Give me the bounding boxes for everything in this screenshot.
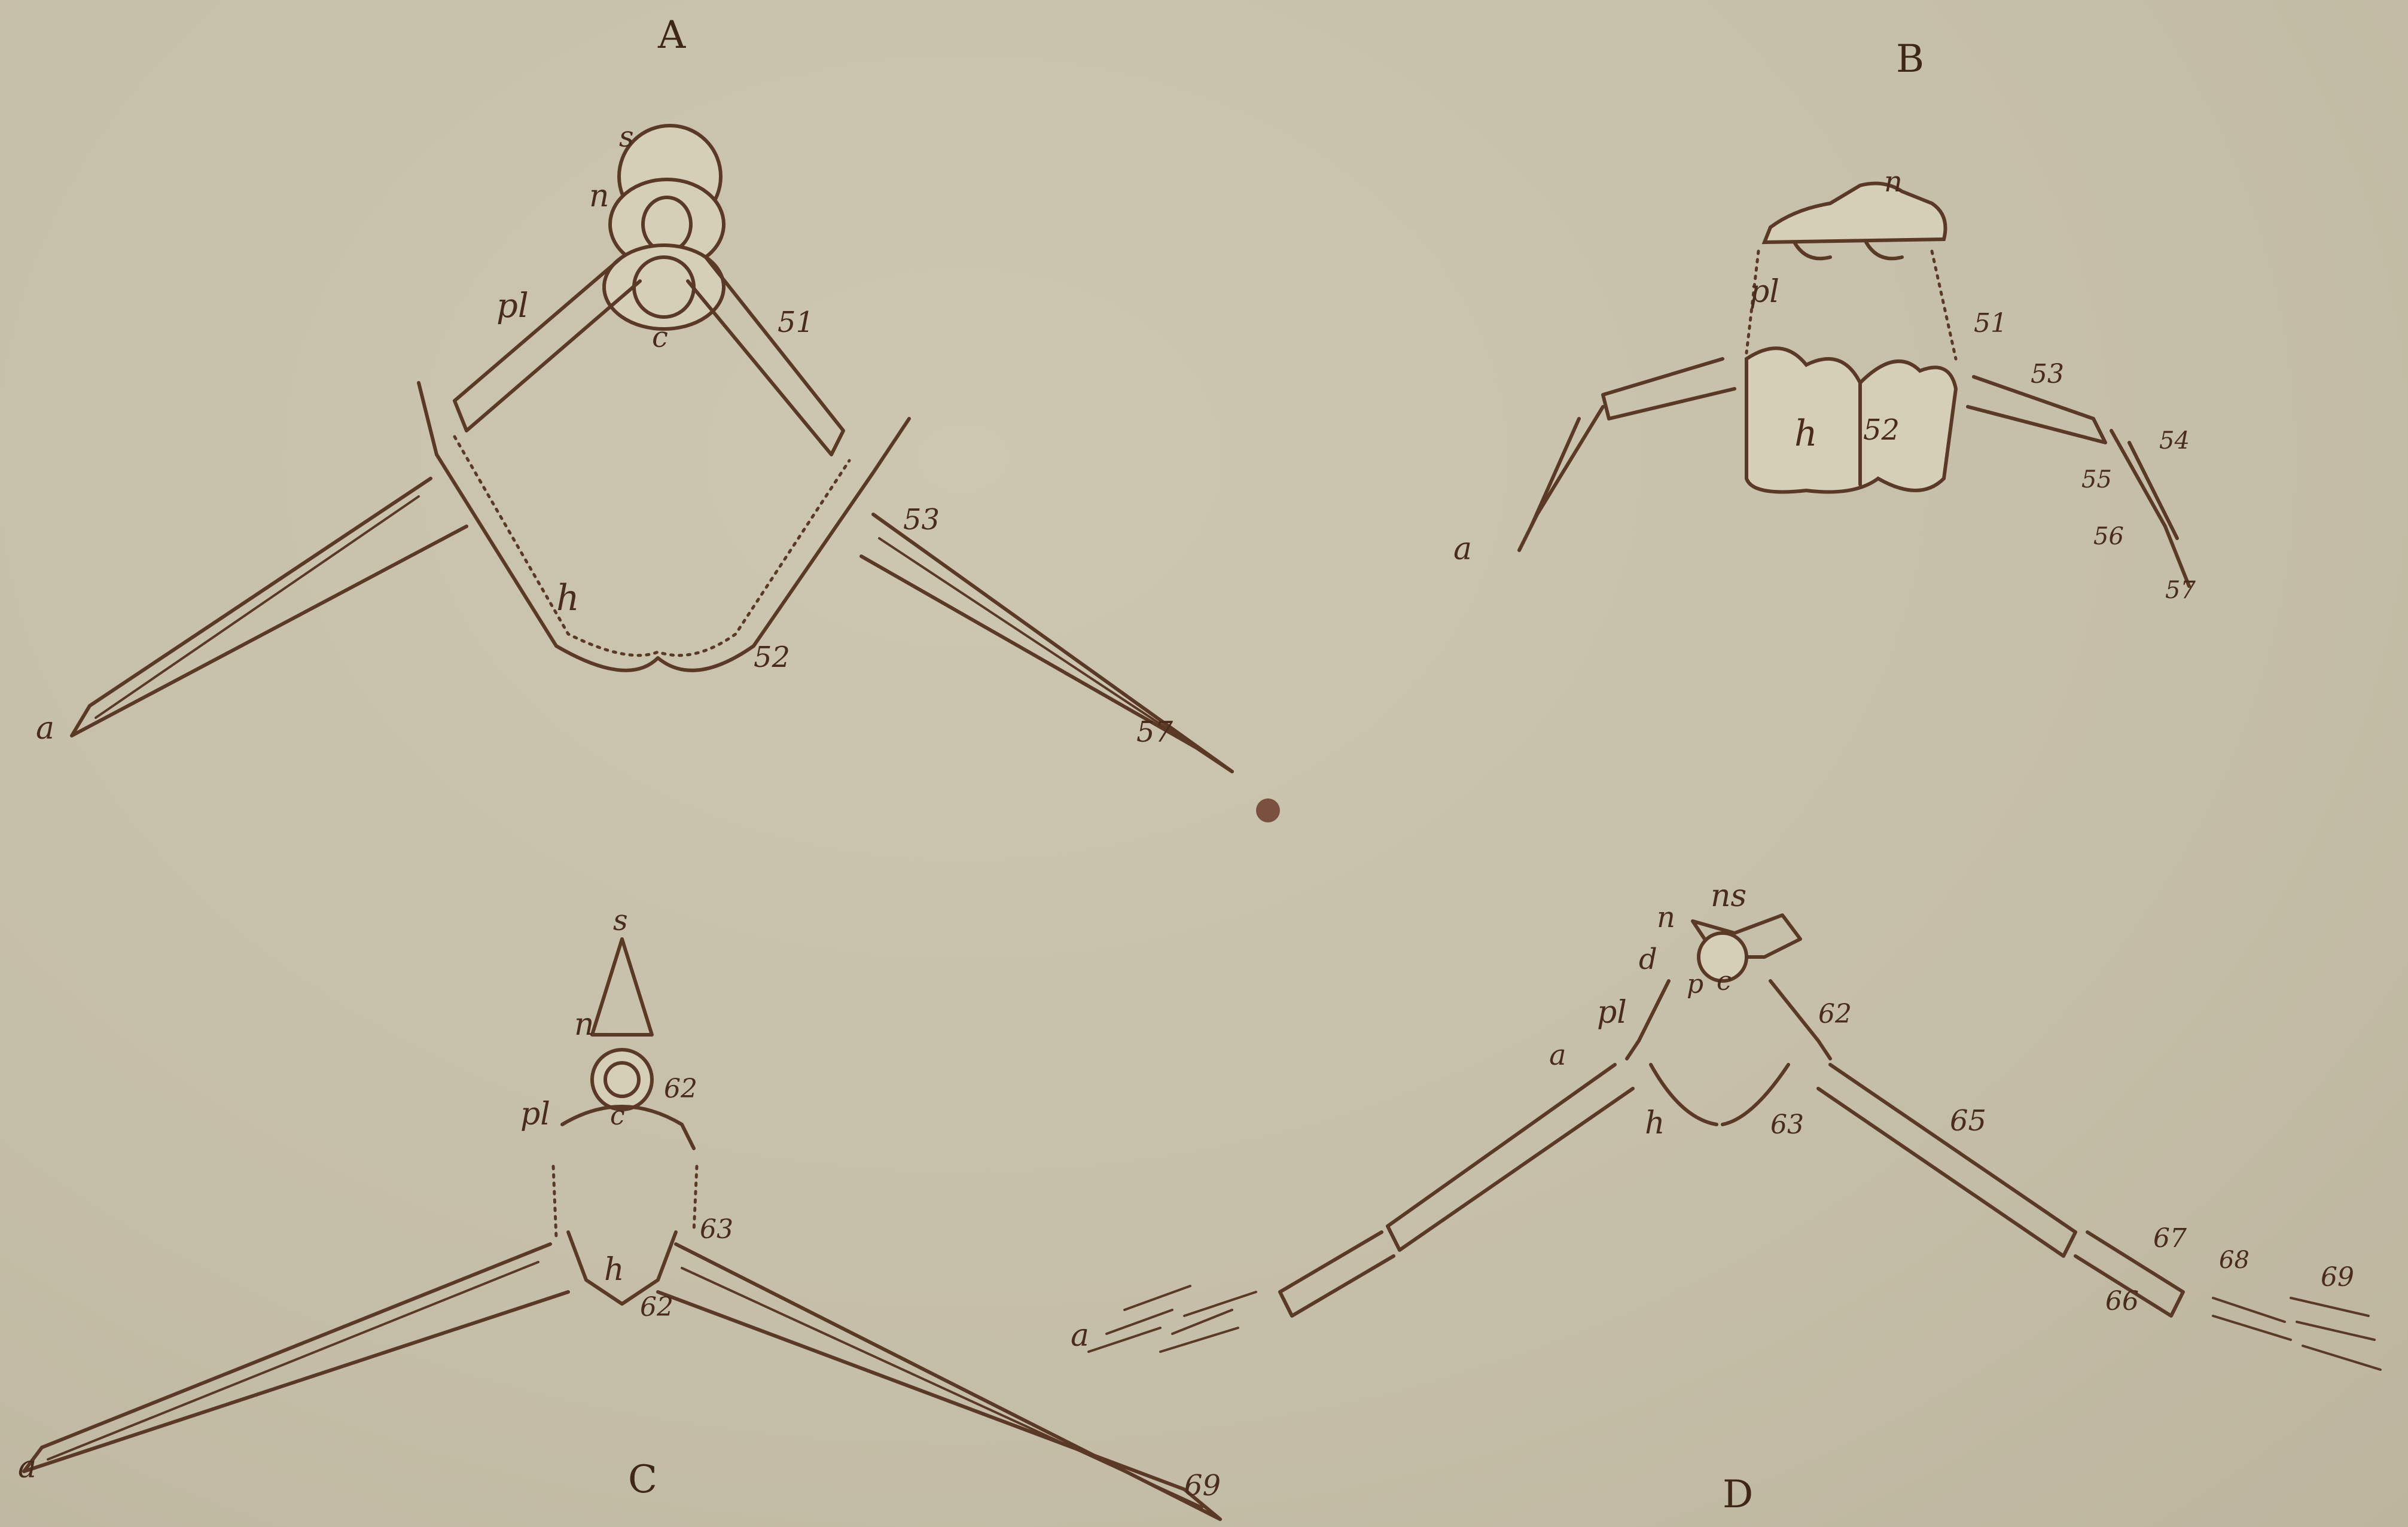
label-66-d: 66 [2105, 1286, 2139, 1316]
haemal-arch-a [419, 383, 909, 670]
label-pl-c: pl [520, 1096, 550, 1132]
label-pl-d: pl [1597, 995, 1627, 1031]
figure-b: B n pl 51 53 h 52 54 55 56 57 a [1453, 37, 2196, 604]
label-c-d: c [1717, 966, 1732, 996]
label-65-d: 65 [1950, 1104, 1986, 1138]
label-pl-b: pl [1749, 274, 1779, 310]
label-52-a: 52 [754, 641, 790, 674]
label-a-c: a [18, 1449, 36, 1485]
neural-arch-b [1764, 184, 1946, 242]
label-69-d: 69 [2321, 1262, 2354, 1293]
label-a-d: a [1549, 1038, 1566, 1072]
neural-spine-c [592, 939, 652, 1035]
label-62-c: 62 [664, 1074, 697, 1104]
label-52-b: 52 [1863, 413, 1900, 447]
figure-d: D ns n d p c pl 62 a h 63 65 67 66 68 69… [1071, 878, 2380, 1517]
label-55-b: 55 [2081, 466, 2112, 493]
label-62b-c: 62 [640, 1292, 673, 1322]
pleurapophysis-left-d [1627, 981, 1669, 1059]
label-51-a: 51 [778, 306, 814, 339]
humerus-left-d [1388, 1065, 1633, 1250]
label-53-a: 53 [903, 503, 940, 537]
label-n-a: n [589, 178, 609, 214]
label-69-c: 69 [1184, 1469, 1221, 1502]
label-h-c: h [604, 1252, 624, 1288]
caption-b: B [1896, 37, 1924, 81]
label-c-c: c [610, 1101, 625, 1131]
label-d-d: d [1639, 943, 1657, 976]
label-54-b: 54 [2159, 427, 2190, 455]
ink-blot [1256, 798, 1280, 822]
figure-a: A s n pl c 51 h 52 53 57 a [36, 13, 1232, 772]
haemal-body-b [1746, 348, 1956, 492]
label-53-b: 53 [2031, 359, 2064, 389]
label-67-d: 67 [2153, 1223, 2187, 1254]
caption-c: C [628, 1458, 657, 1502]
label-63-c: 63 [700, 1214, 733, 1245]
fin-ray-right-a [861, 514, 1232, 772]
forearm-left-d [1280, 1232, 1394, 1316]
label-p-d: p [1687, 969, 1703, 999]
label-56-b: 56 [2093, 523, 2124, 550]
label-c-a: c [652, 321, 668, 354]
label-n-d: n [1657, 901, 1675, 934]
label-s-c: s [613, 904, 628, 937]
caption-d: D [1723, 1473, 1753, 1517]
caption-a: A [657, 13, 686, 57]
figure-c: C s n pl c 62 63 h 62 a 69 [18, 904, 1221, 1519]
label-h-d: h [1645, 1105, 1665, 1141]
label-a-b: a [1453, 531, 1472, 567]
label-h-b: h [1794, 413, 1818, 455]
humerus-right-d [1818, 1065, 2075, 1256]
label-n-c: n [574, 1007, 595, 1043]
label-57-a: 57 [1136, 715, 1173, 749]
pleural-arch-c [562, 1107, 694, 1148]
label-s-a: s [619, 120, 634, 154]
label-68-d: 68 [2219, 1246, 2250, 1274]
label-n-b: n [1884, 165, 1903, 199]
label-57-b: 57 [2165, 577, 2196, 604]
label-51-b: 51 [1974, 308, 2007, 339]
limb-upper-left-b [1603, 359, 1735, 419]
limb-lower-left-b [1519, 407, 1603, 550]
label-ns-d: ns [1711, 878, 1746, 914]
label-h-a: h [556, 577, 580, 619]
label-pl-a: pl [496, 286, 529, 325]
haemal-arch-d [1651, 1065, 1788, 1124]
label-a2-d: a [1071, 1318, 1089, 1354]
fin-ray-left-a [72, 478, 467, 736]
label-62-d: 62 [1818, 999, 1852, 1029]
label-a-a: a [36, 711, 54, 746]
label-63-d: 63 [1770, 1110, 1804, 1140]
